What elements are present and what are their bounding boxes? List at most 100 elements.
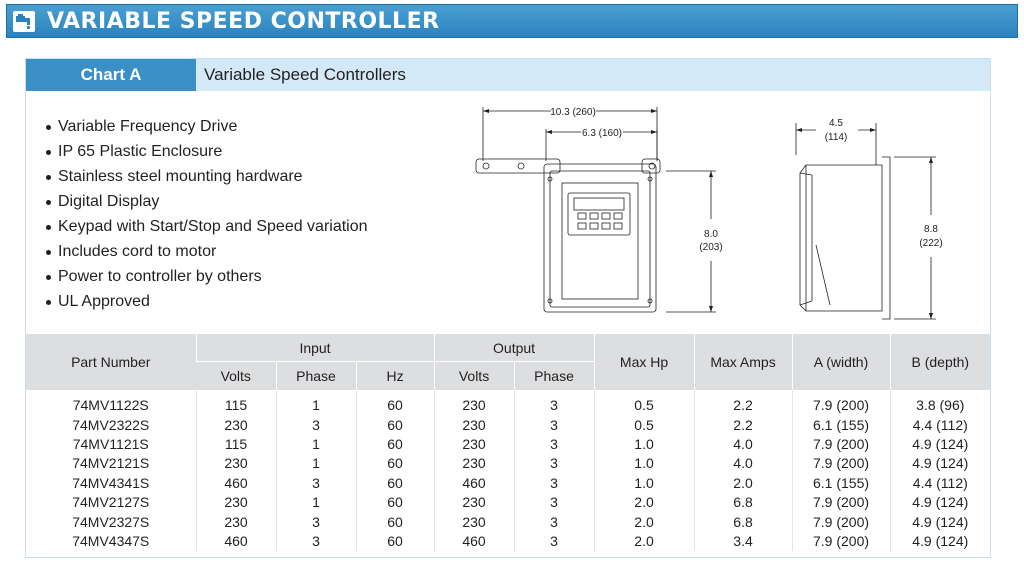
- front-height-mm-label: (203): [699, 242, 722, 253]
- side-depth-mm-label: (114): [825, 132, 848, 143]
- table-cell: 3: [275, 531, 356, 552]
- chart-tab-bar: Chart A Variable Speed Controllers: [26, 59, 990, 91]
- table-cell: 230: [195, 492, 276, 513]
- col-part-number: Part Number: [26, 334, 196, 390]
- table-cell: 3: [275, 512, 356, 532]
- table-cell: 230: [195, 454, 276, 474]
- table-cell: 6.8: [693, 492, 793, 513]
- list-item: UL Approved: [44, 289, 368, 314]
- table-cell: 2.0: [693, 473, 793, 493]
- table-cell: 2.0: [593, 531, 695, 552]
- table-cell: 74MV4341S: [72, 474, 150, 491]
- table-cell: 7.9 (200): [791, 434, 891, 455]
- table-cell: 6.1 (155): [791, 473, 891, 493]
- faucet-icon: [13, 11, 35, 32]
- list-item: Power to controller by others: [44, 264, 368, 289]
- table-cell: 3: [275, 473, 356, 493]
- table-cell: 4.4 (112): [889, 415, 991, 435]
- chart-label: Chart A: [26, 59, 196, 91]
- spec-table: Part Number Input Output Max Hp Max Amps…: [26, 334, 991, 552]
- chart-title: Variable Speed Controllers: [204, 65, 406, 84]
- table-cell: 7.9 (200): [791, 512, 891, 532]
- body-width-label: 6.3 (160): [582, 128, 622, 139]
- table-cell: 230: [195, 415, 276, 435]
- table-cell: 230: [433, 492, 515, 513]
- col-max-hp: Max Hp: [593, 334, 695, 390]
- table-cell: 3: [513, 415, 595, 435]
- side-view-diagram: 4.5 (114) 8.8 (222): [795, 118, 943, 320]
- table-cell: 7.9 (200): [791, 492, 891, 513]
- page-title: VARIABLE SPEED CONTROLLER: [47, 9, 440, 34]
- col-b-depth: B (depth): [889, 334, 991, 390]
- table-cell: 460: [195, 473, 276, 493]
- bullet-icon: [46, 200, 51, 205]
- table-cell: 1: [275, 390, 356, 416]
- table-cell: 0.5: [593, 415, 695, 435]
- table-cell: 60: [355, 390, 435, 416]
- table-cell: 4.0: [693, 454, 793, 474]
- table-cell: 1: [275, 434, 356, 455]
- table-cell: 74MV2322S: [72, 416, 150, 433]
- list-item: Keypad with Start/Stop and Speed variati…: [44, 214, 368, 239]
- table-cell: 7.9 (200): [791, 454, 891, 474]
- table-cell: 230: [433, 415, 515, 435]
- table-cell: 60: [355, 473, 435, 493]
- table-cell: 74MV1122S: [72, 397, 149, 414]
- table-cell: 460: [195, 531, 276, 552]
- table-cell: 230: [433, 434, 515, 455]
- bullet-icon: [46, 125, 51, 130]
- table-cell: 7.9 (200): [791, 531, 891, 552]
- section-banner: VARIABLE SPEED CONTROLLER: [6, 4, 1018, 38]
- col-a-width: A (width): [791, 334, 891, 390]
- table-cell: 60: [355, 434, 435, 455]
- table-cell: 2.0: [593, 492, 695, 513]
- table-cell: 4.4 (112): [889, 473, 991, 493]
- list-item: IP 65 Plastic Enclosure: [44, 139, 368, 164]
- table-cell: 115: [195, 434, 276, 455]
- table-cell: 2.0: [593, 512, 695, 532]
- table-cell: 2.2: [693, 390, 793, 416]
- table-cell: 3: [275, 415, 356, 435]
- bullet-icon: [46, 300, 51, 305]
- table-cell: 0.5: [593, 390, 695, 416]
- table-cell: 60: [355, 512, 435, 532]
- table-cell: 2.2: [693, 415, 793, 435]
- table-cell: 115: [195, 390, 276, 416]
- bullet-icon: [46, 225, 51, 230]
- table-header-row: Part Number Input Output Max Hp Max Amps…: [26, 334, 991, 390]
- table-cell: 7.9 (200): [791, 390, 891, 416]
- table-cell: 74MV4347S: [72, 532, 150, 549]
- table-cell: 3.4: [693, 531, 793, 552]
- list-item: Stainless steel mounting hardware: [44, 164, 368, 189]
- col-input-volts: Volts: [196, 361, 276, 390]
- table-cell: 3: [513, 454, 595, 474]
- table-cell: 460: [433, 473, 515, 493]
- table-cell: 60: [355, 454, 435, 474]
- table-cell: 60: [355, 492, 435, 513]
- table-cell: 4.9 (124): [889, 454, 991, 474]
- table-cell: 4.0: [693, 434, 793, 455]
- table-cell: 3: [513, 531, 595, 552]
- col-output-phase: Phase: [513, 361, 595, 390]
- table-cell: 6.1 (155): [791, 415, 891, 435]
- table-cell: 4.9 (124): [889, 434, 991, 455]
- table-cell: 460: [433, 531, 515, 552]
- list-item: Variable Frequency Drive: [44, 114, 368, 139]
- table-cell: 3: [513, 390, 595, 416]
- bullet-icon: [46, 175, 51, 180]
- table-cell: 60: [355, 415, 435, 435]
- table-cell: 6.8: [693, 512, 793, 532]
- table-cell: 74MV2127S: [72, 494, 150, 511]
- table-cell: 4.9 (124): [889, 531, 991, 552]
- list-item: Digital Display: [44, 189, 368, 214]
- table-cell: 74MV2327S: [72, 513, 150, 530]
- front-height-in-label: 8.0: [704, 229, 718, 240]
- table-cell: 3: [513, 512, 595, 532]
